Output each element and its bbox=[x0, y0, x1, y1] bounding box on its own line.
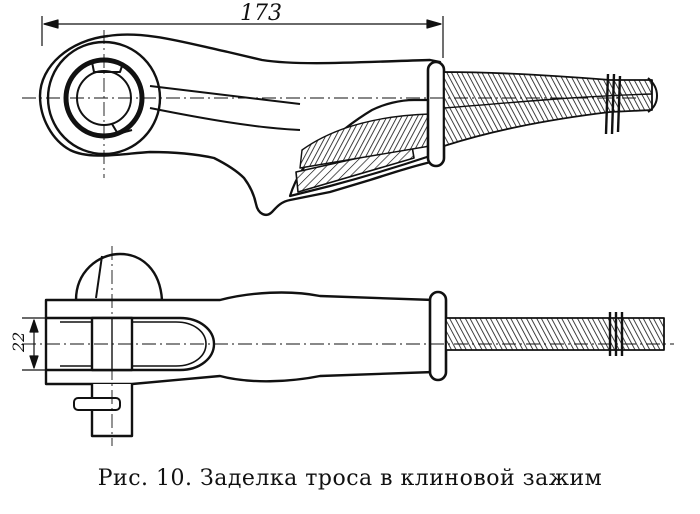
top-view bbox=[22, 16, 658, 216]
plan-rope-serving bbox=[608, 312, 624, 356]
rope-serving bbox=[604, 73, 622, 135]
cotter-pin-bottom bbox=[111, 123, 133, 135]
figure-caption: Рис. 10. Заделка троса в клиновой зажим bbox=[97, 466, 603, 491]
cotter-pin-plan bbox=[73, 397, 121, 411]
dimension-width-label: 22 bbox=[9, 332, 28, 353]
plan-collar-ring bbox=[428, 290, 448, 382]
plan-body-outline bbox=[44, 291, 436, 386]
clamp-arm-line bbox=[149, 107, 301, 131]
center-lines-bottom bbox=[22, 246, 674, 446]
rope-end-cap bbox=[647, 77, 658, 113]
center-lines-top bbox=[22, 30, 640, 178]
plan-rope bbox=[445, 317, 665, 351]
dimension-22 bbox=[22, 317, 92, 371]
bottom-view bbox=[22, 246, 674, 446]
rope-strand-divider bbox=[443, 93, 653, 109]
dimension-173 bbox=[41, 16, 444, 58]
technical-drawing: 173 22 bbox=[9, 1, 674, 446]
cotter-pin-top bbox=[91, 61, 123, 73]
rope-top bbox=[443, 71, 653, 147]
clamp-arm-line-2 bbox=[149, 85, 301, 105]
pin-head bbox=[74, 252, 164, 302]
pin-head-mark bbox=[95, 255, 103, 299]
dimension-length-label: 173 bbox=[240, 1, 282, 26]
fork-slot-inner bbox=[60, 321, 207, 367]
collar-ring bbox=[426, 60, 446, 168]
